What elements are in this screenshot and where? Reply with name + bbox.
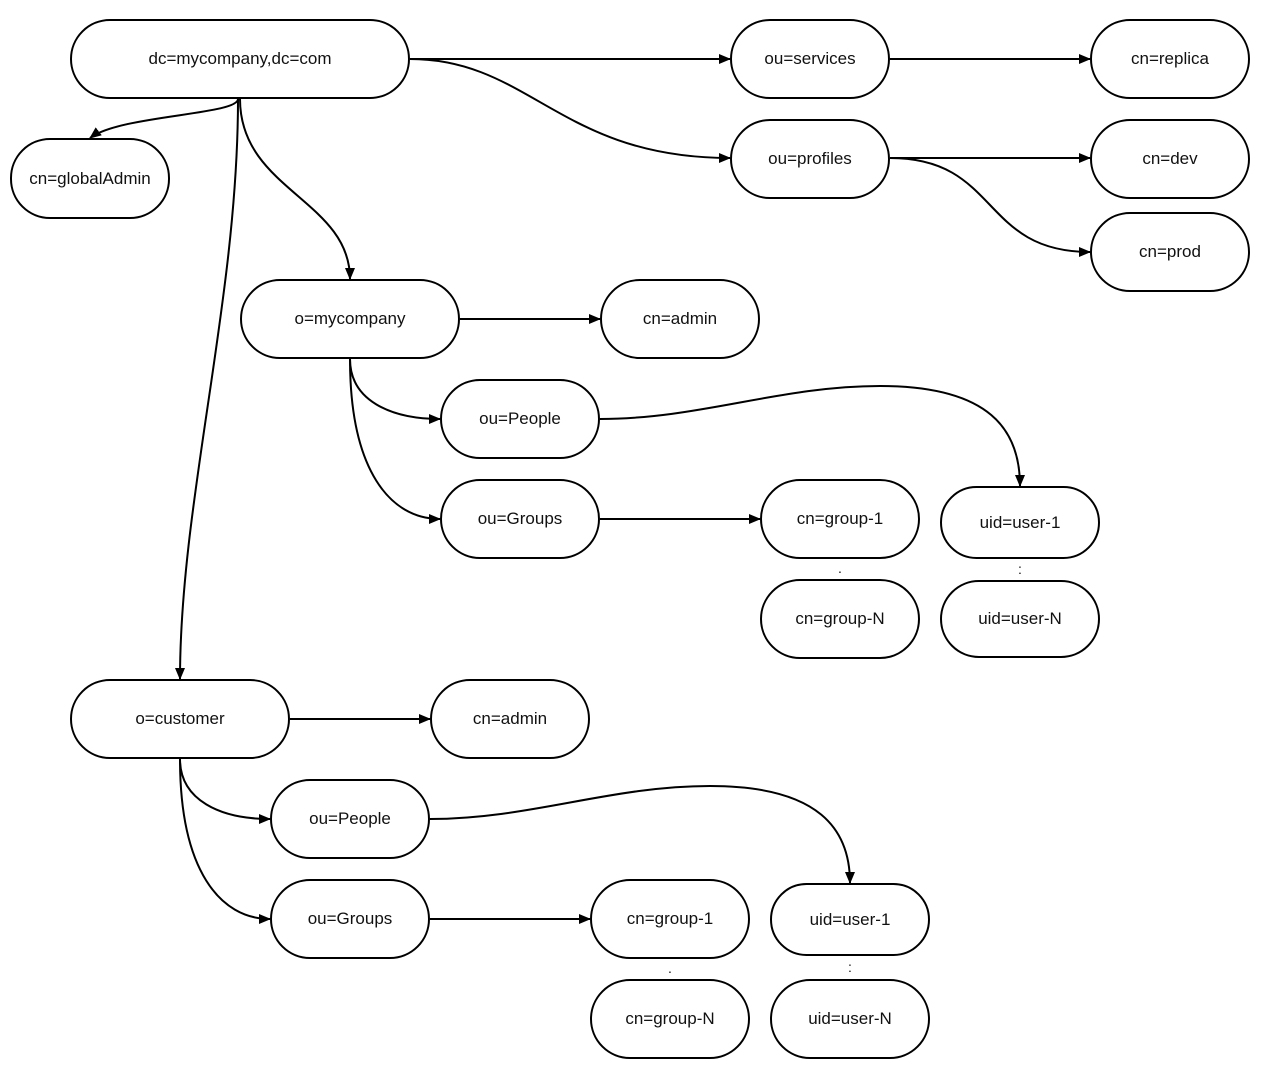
node-customer: o=customer [70, 679, 290, 759]
node-mycompany-people: ou=People [440, 379, 600, 459]
node-global-admin: cn=globalAdmin [10, 138, 170, 219]
edge-root-customer [175, 98, 239, 680]
separator-customer-groups: . [668, 960, 672, 976]
separator-mycompany-groups: . [838, 560, 842, 576]
node-customer-group-1: cn=group-1 [590, 879, 750, 959]
edge-mycompany-groups [349, 358, 441, 524]
node-customer-user-n: uid=user-N [770, 979, 930, 1059]
node-services: ou=services [730, 19, 890, 99]
node-root: dc=mycompany,dc=com [70, 19, 410, 99]
node-mycompany-user-n: uid=user-N [940, 580, 1100, 658]
node-dev: cn=dev [1090, 119, 1250, 199]
node-mycompany-group-n: cn=group-N [760, 579, 920, 659]
node-prod: cn=prod [1090, 212, 1250, 292]
edge-root-globaladmin [89, 98, 239, 139]
node-mycompany-admin: cn=admin [600, 279, 760, 359]
node-mycompany-group-1: cn=group-1 [760, 479, 920, 559]
node-mycompany-user-1: uid=user-1 [940, 486, 1100, 559]
node-mycompany-groups: ou=Groups [440, 479, 600, 559]
node-customer-admin: cn=admin [430, 679, 590, 759]
node-mycompany: o=mycompany [240, 279, 460, 359]
edge-profiles-prod [889, 157, 1091, 257]
edge-mycompany-people-user1 [599, 384, 1025, 487]
edge-customer-people-user1 [429, 784, 855, 884]
node-customer-user-1: uid=user-1 [770, 883, 930, 956]
edge-customer-people [179, 758, 271, 824]
node-customer-people: ou=People [270, 779, 430, 859]
separator-mycompany-users: : [1018, 561, 1022, 577]
edge-customer-groups [179, 758, 271, 924]
edge-root-mycompany [239, 98, 355, 280]
node-customer-group-n: cn=group-N [590, 979, 750, 1059]
node-replica: cn=replica [1090, 19, 1250, 99]
edge-mycompany-people [349, 358, 441, 424]
node-profiles: ou=profiles [730, 119, 890, 199]
edge-root-profiles [409, 58, 731, 163]
separator-customer-users: : [848, 959, 852, 975]
node-customer-groups: ou=Groups [270, 879, 430, 959]
